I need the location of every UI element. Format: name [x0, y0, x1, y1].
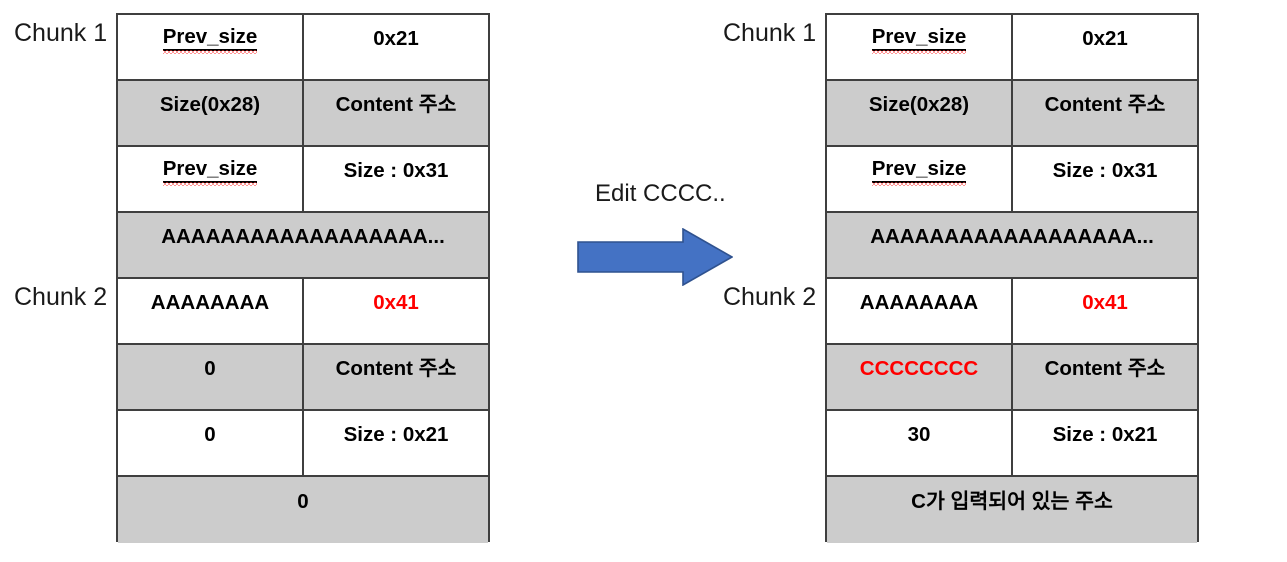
- chunk-cell-right: Content 주소: [1044, 356, 1166, 380]
- chunk-cell-merged: C가 입력되어 있는 주소: [911, 489, 1113, 513]
- spellchecked-identifier: Prev_size: [162, 27, 258, 54]
- chunk-cell-right: 0x21: [1082, 26, 1128, 50]
- chunk-row: Size(0x28) Content 주소: [827, 81, 1197, 147]
- chunk-cell-left: Prev_size: [118, 15, 304, 79]
- chunk-cell-right: Size : 0x21: [343, 422, 449, 446]
- chunk-cell-merged: AAAAAAAAAAAAAAAAAA...: [870, 224, 1154, 248]
- chunk-row: AAAAAAAAAAAAAAAAAA...: [118, 213, 488, 279]
- chunk-cell-left: Prev_size: [827, 147, 1013, 211]
- chunk-cell-left: Prev_size: [118, 147, 304, 211]
- chunk-row: CCCCCCCC Content 주소: [827, 345, 1197, 411]
- before-chunk1-label: Chunk 1: [14, 19, 108, 47]
- chunk-row: AAAAAAAA 0x41: [827, 279, 1197, 345]
- chunk-row: AAAAAAAA 0x41: [118, 279, 488, 345]
- chunk-cell-left: Prev_size: [827, 15, 1013, 79]
- chunk-cell-right: Content 주소: [335, 356, 457, 380]
- chunk-cell-right: Size : 0x21: [1052, 422, 1158, 446]
- chunk-cell-left: CCCCCCCC: [827, 345, 1013, 409]
- chunk-row: C가 입력되어 있는 주소: [827, 477, 1197, 543]
- after-chunk2-label: Chunk 2: [723, 283, 817, 311]
- transition-label: Edit CCCC..: [595, 180, 726, 207]
- chunk-cell-right: Size : 0x31: [1052, 158, 1158, 182]
- spellchecked-identifier: Prev_size: [162, 159, 258, 186]
- chunk-row: 30 Size : 0x21: [827, 411, 1197, 477]
- chunk-row: Prev_size 0x21: [118, 15, 488, 81]
- chunk-cell-merged: AAAAAAAAAAAAAAAAAA...: [161, 224, 445, 248]
- chunk-cell-right: 0x21: [373, 26, 419, 50]
- transition-group: Edit CCCC..: [545, 180, 745, 290]
- chunk-row: Prev_size Size : 0x31: [118, 147, 488, 213]
- chunk-cell-left: 0: [118, 411, 304, 475]
- right-block-arrow-icon: [577, 228, 733, 286]
- chunk-cell-left: Size(0x28): [118, 81, 304, 145]
- chunk-cell-right: Content 주소: [1044, 92, 1166, 116]
- chunk-cell-left: 30: [827, 411, 1013, 475]
- spellchecked-identifier: Prev_size: [871, 159, 967, 186]
- spellchecked-identifier: Prev_size: [871, 27, 967, 54]
- chunk-row: Prev_size Size : 0x31: [827, 147, 1197, 213]
- chunk-cell-merged: 0: [297, 489, 309, 513]
- chunk-cell-right: 0x41: [1082, 290, 1128, 314]
- chunk-row: 0 Size : 0x21: [118, 411, 488, 477]
- chunk-row: Prev_size 0x21: [827, 15, 1197, 81]
- chunk-cell-left: 0: [118, 345, 304, 409]
- chunk-row: Size(0x28) Content 주소: [118, 81, 488, 147]
- chunk-cell-right: Content 주소: [335, 92, 457, 116]
- chunk-cell-right: 0x41: [373, 290, 419, 314]
- chunk-row: AAAAAAAAAAAAAAAAAA...: [827, 213, 1197, 279]
- after-chunk1-label: Chunk 1: [723, 19, 817, 47]
- chunk-row: 0: [118, 477, 488, 543]
- chunk-row: 0 Content 주소: [118, 345, 488, 411]
- chunk-cell-right: Size : 0x31: [343, 158, 449, 182]
- chunk-cell-left: AAAAAAAA: [118, 279, 304, 343]
- before-chunk2-label: Chunk 2: [14, 283, 108, 311]
- chunk-cell-left: Size(0x28): [827, 81, 1013, 145]
- chunk-cell-left: AAAAAAAA: [827, 279, 1013, 343]
